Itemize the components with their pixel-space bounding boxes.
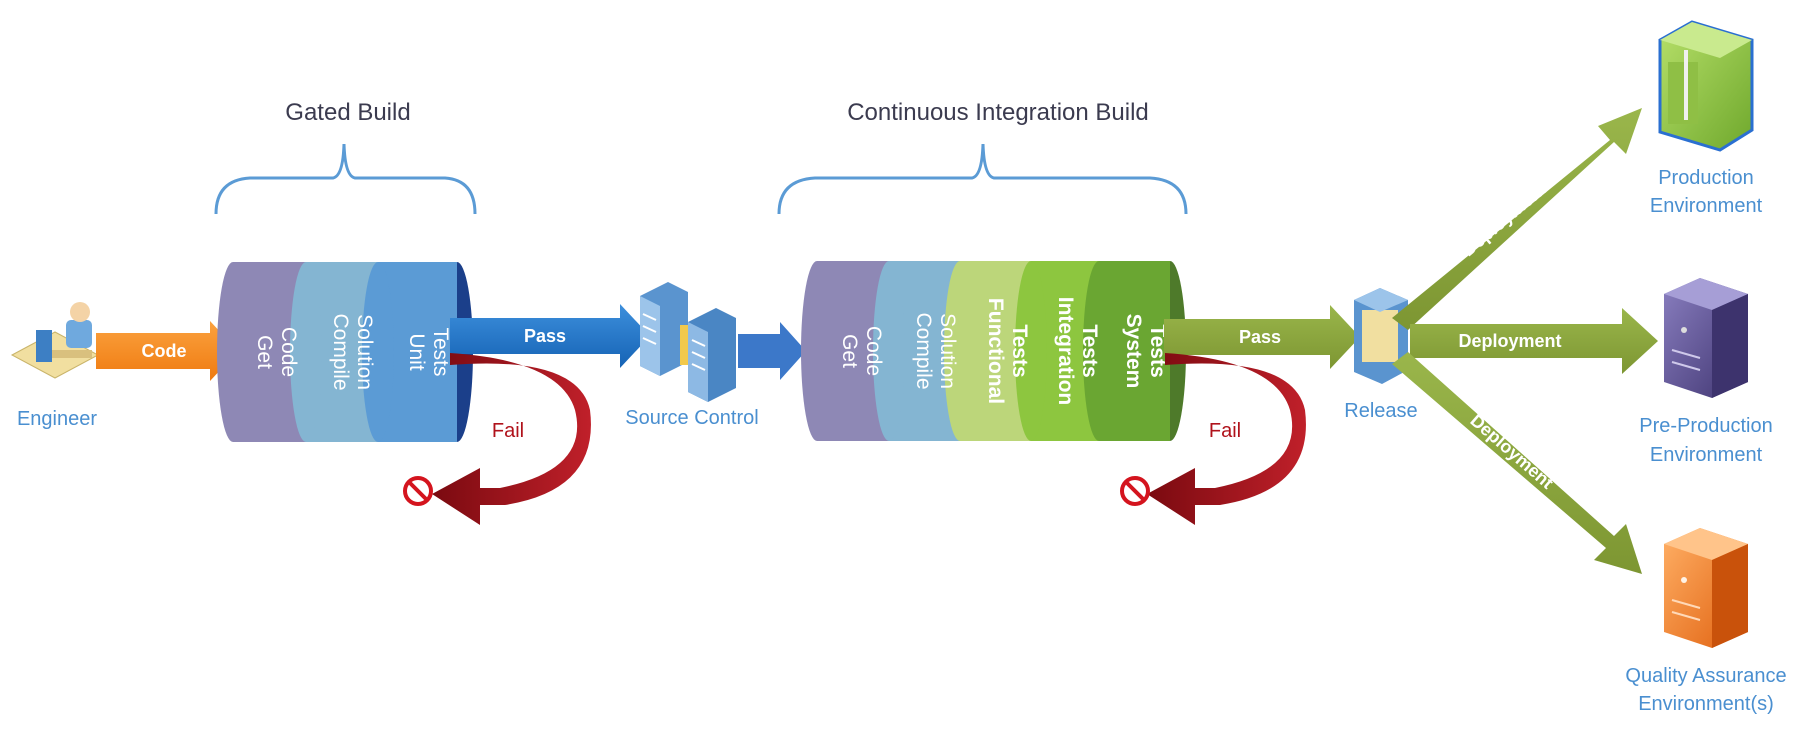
ci-fail-arrow: Fail bbox=[1147, 353, 1306, 525]
gated-brace bbox=[214, 143, 477, 215]
deployment-label-production: Deployment bbox=[1458, 179, 1550, 261]
engineer-icon bbox=[10, 302, 100, 379]
release-label: Release bbox=[1344, 400, 1417, 422]
preproduction-label-line2: Environment bbox=[1650, 444, 1763, 466]
production-server-icon bbox=[1658, 20, 1754, 152]
gated-seg2-line2: Solution bbox=[353, 314, 376, 390]
source-to-ci-arrow bbox=[738, 322, 806, 380]
ci-seg3-line2: Tests bbox=[1008, 324, 1031, 377]
ci-build-cylinder: Get Code Compile Solution Functional Tes… bbox=[801, 261, 1186, 441]
gated-fail-label: Fail bbox=[492, 420, 524, 442]
preproduction-label-line1: Pre-Production bbox=[1639, 415, 1772, 437]
engineer-label: Engineer bbox=[17, 408, 97, 430]
ci-seg1-line2: Code bbox=[862, 326, 885, 376]
gated-seg3-line1: Unit bbox=[405, 333, 428, 371]
gated-pass-arrow: Pass bbox=[450, 304, 650, 368]
ci-build-header: Continuous Integration Build bbox=[777, 99, 1188, 215]
ci-seg1-line1: Get bbox=[838, 334, 861, 368]
deployment-arrow-production: Deployment bbox=[1392, 108, 1642, 330]
gated-seg1-line1: Get bbox=[253, 335, 276, 369]
gated-seg1-line2: Code bbox=[277, 327, 300, 377]
qa-label-line1: Quality Assurance bbox=[1625, 665, 1786, 687]
gated-seg3-line2: Tests bbox=[429, 327, 452, 376]
source-control-label: Source Control bbox=[625, 407, 758, 429]
gated-build-cylinder: Get Code Compile Solution Unit Tests bbox=[217, 262, 473, 442]
gated-build-header: Gated Build bbox=[214, 99, 477, 215]
deployment-label-preproduction: Deployment bbox=[1458, 331, 1561, 351]
ci-seg5-line1: System bbox=[1122, 314, 1145, 389]
ci-stop-icon bbox=[1120, 476, 1150, 506]
deployment-label-qa: Deployment bbox=[1466, 410, 1557, 493]
production-label-line1: Production bbox=[1658, 167, 1754, 189]
gated-build-title: Gated Build bbox=[285, 99, 410, 126]
preproduction-server-icon bbox=[1664, 278, 1748, 398]
gated-seg2-line1: Compile bbox=[329, 313, 352, 390]
gated-fail-arrow: Fail bbox=[432, 353, 591, 525]
deployment-arrow-qa: Deployment bbox=[1392, 352, 1642, 574]
gated-pass-label: Pass bbox=[524, 326, 566, 346]
release-icon bbox=[1354, 288, 1408, 384]
ci-pass-label: Pass bbox=[1239, 327, 1281, 347]
ci-seg5-line2: Tests bbox=[1146, 324, 1169, 377]
ci-fail-label: Fail bbox=[1209, 420, 1241, 442]
source-control-icon bbox=[640, 282, 736, 402]
qa-label-line2: Environment(s) bbox=[1638, 693, 1774, 715]
ci-seg4-line1: Integration bbox=[1054, 297, 1077, 406]
gated-stop-icon bbox=[403, 476, 433, 506]
qa-server-icon bbox=[1664, 528, 1748, 648]
ci-build-title: Continuous Integration Build bbox=[847, 99, 1149, 126]
code-arrow: Code bbox=[96, 321, 238, 381]
ci-seg2-line2: Solution bbox=[936, 313, 959, 389]
code-arrow-label: Code bbox=[142, 341, 187, 361]
ci-seg3-line1: Functional bbox=[984, 298, 1007, 404]
ci-pass-arrow: Pass bbox=[1164, 305, 1360, 369]
ci-seg2-line1: Compile bbox=[912, 312, 935, 389]
production-label-line2: Environment bbox=[1650, 195, 1763, 217]
deployment-arrow-preproduction: Deployment bbox=[1410, 308, 1658, 374]
ci-brace bbox=[777, 143, 1188, 215]
ci-seg4-line2: Tests bbox=[1078, 324, 1101, 377]
